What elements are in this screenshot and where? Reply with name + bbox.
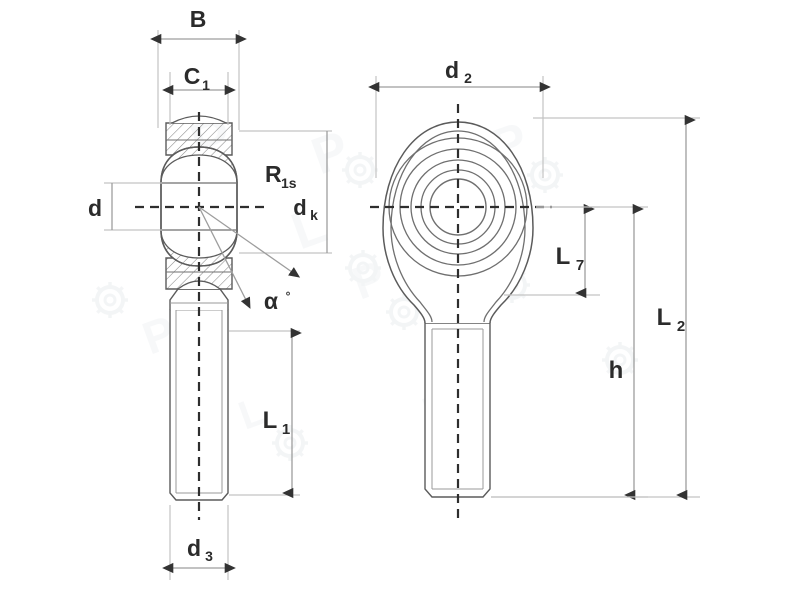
dimension-d2: d 2 [368, 57, 551, 178]
dimension-label-dk: d [293, 195, 306, 220]
side-view: B C 1 d R 1s d k [88, 6, 332, 580]
dimension-subscript-alpha: ° [286, 289, 291, 303]
dimension-label-d3: d [187, 535, 201, 561]
dimension-label-L1: L [263, 407, 278, 434]
dimension-label-L7: L [556, 243, 571, 270]
side-view-centerlines [135, 112, 268, 520]
dimension-h: h [491, 203, 648, 501]
dimension-d3: d 3 [162, 505, 236, 580]
dimension-subscript-L2: 2 [677, 318, 685, 335]
dimension-subscript-d2: 2 [464, 70, 472, 86]
dimension-alpha-angle: α ° [198, 206, 301, 314]
dimension-d: d [88, 182, 162, 231]
side-view-lower-collar-section [165, 257, 233, 290]
dimension-label-d2: d [445, 57, 459, 83]
dimension-label-B: B [190, 6, 207, 32]
dimension-dk: d k [239, 130, 332, 254]
dimension-subscript-L1: 1 [282, 421, 290, 438]
dimension-subscript-R1s: 1s [281, 175, 297, 191]
dimension-label-d: d [88, 195, 102, 221]
front-view: d 2 L 7 h L 2 [368, 57, 700, 518]
dimension-L1: L 1 [229, 327, 302, 499]
dimension-label-L2: L [657, 304, 672, 331]
dimension-B: B [150, 6, 247, 130]
dimension-label-h: h [609, 357, 624, 384]
dimension-C1: C 1 [162, 63, 236, 125]
dimension-L2: L 2 [491, 114, 700, 501]
dimension-label-C1: C [184, 63, 201, 89]
front-view-centerlines [370, 104, 552, 518]
dimension-label-R1s: R [265, 161, 282, 187]
dimension-label-alpha: α [264, 288, 278, 314]
dimension-subscript-dk: k [310, 207, 318, 223]
dimension-subscript-C1: 1 [202, 77, 210, 93]
dimension-subscript-L7: 7 [576, 257, 584, 274]
dimension-subscript-d3: 3 [205, 548, 213, 564]
dimension-R1s: R 1s [265, 161, 297, 191]
